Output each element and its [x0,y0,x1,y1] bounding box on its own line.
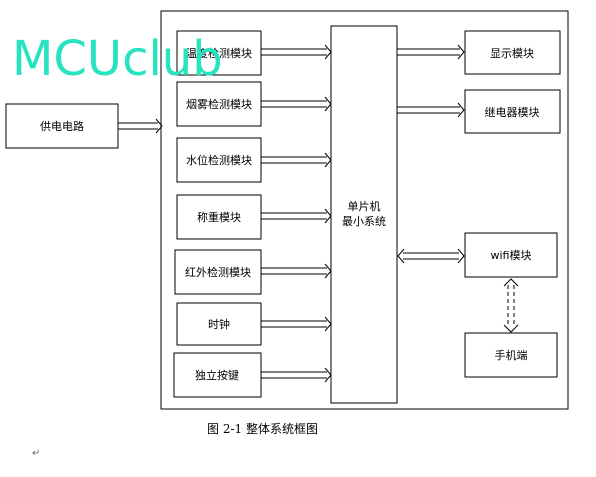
module-weighing: 称重模块 [176,194,262,240]
arrow-smoke-to-mcu [261,96,332,112]
module-infrared-label: 红外检测模块 [185,265,251,279]
arrow-clock-to-mcu [261,316,332,332]
arrow-wifi-phone-dashed [503,278,519,333]
arrow-weighing-to-mcu [261,208,332,224]
paragraph-mark: ↵ [32,448,40,459]
module-display-label: 显示模块 [490,47,534,60]
arrow-temperature-to-mcu [261,44,332,60]
mcu-label-line1: 单片机 [348,199,381,213]
module-clock-label: 时钟 [208,317,230,331]
module-temperature-label: 温度检测模块 [186,46,252,60]
module-water-level-label: 水位检测模块 [186,153,252,167]
arrow-water-level-to-mcu [261,152,332,168]
arrow-mcu-to-relay [397,102,465,118]
module-phone: 手机端 [464,332,558,378]
arrow-mcu-to-display [397,44,465,60]
mcu-box: 单片机 最小系统 [330,25,398,404]
module-weighing-label: 称重模块 [197,210,241,224]
module-infrared: 红外检测模块 [174,249,262,295]
module-clock: 时钟 [176,302,262,346]
mcuclub-watermark: MCUclub [12,31,223,87]
module-keys-label: 独立按键 [195,368,239,382]
outer-frame [160,10,569,410]
module-relay-label: 继电器模块 [485,106,540,119]
arrow-mcu-wifi-bidirectional [397,248,465,264]
module-smoke-label: 烟雾检测模块 [186,97,252,111]
arrow-power-to-frame [118,118,163,134]
module-temperature: 温度检测模块 [176,30,262,76]
module-water-level: 水位检测模块 [176,137,262,183]
mcu-label-line2: 最小系统 [342,215,386,228]
module-phone-label: 手机端 [495,348,528,362]
arrow-keys-to-mcu [261,367,332,383]
module-display: 显示模块 [464,30,561,75]
module-keys: 独立按键 [173,352,262,398]
module-relay: 继电器模块 [464,89,561,134]
module-wifi: wifi模块 [464,232,558,278]
power-circuit-box: 供电电路 [5,103,119,149]
module-smoke: 烟雾检测模块 [176,81,262,127]
module-wifi-label: wifi模块 [491,249,532,262]
power-circuit-label: 供电电路 [40,119,84,133]
arrow-infrared-to-mcu [261,263,332,279]
figure-caption: 图 2-1 整体系统框图 [207,421,318,436]
